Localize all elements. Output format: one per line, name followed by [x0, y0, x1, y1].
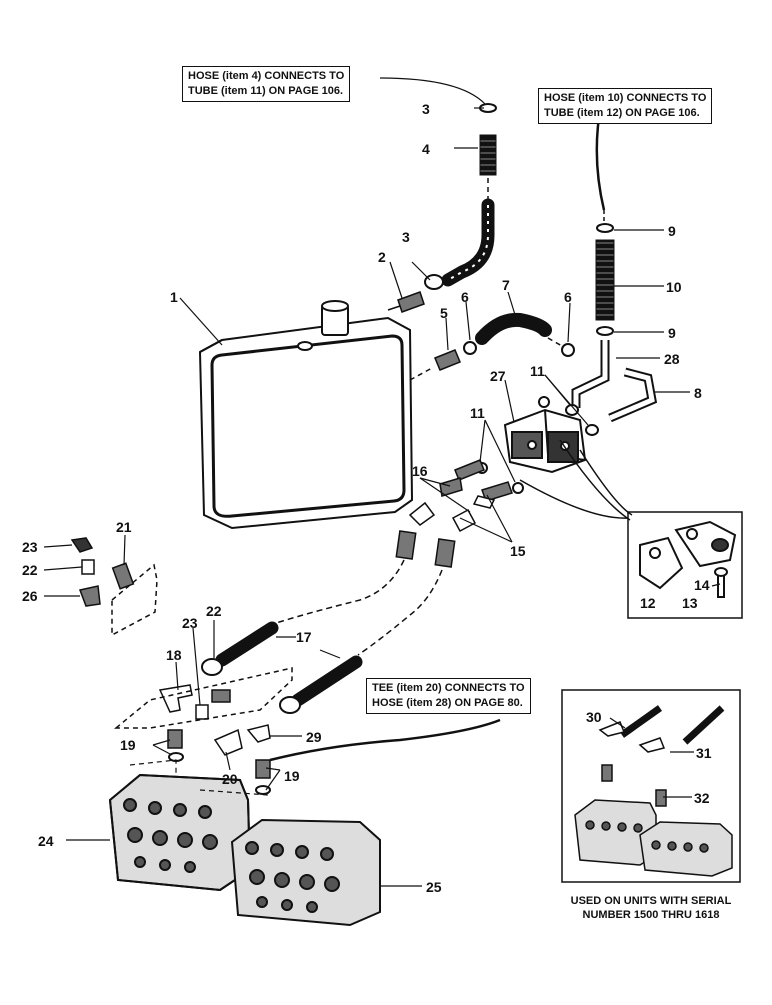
- callout-25: 25: [426, 879, 442, 895]
- callout-8: 8: [694, 385, 702, 401]
- callout-5: 5: [440, 305, 448, 321]
- callout-22b: 22: [206, 603, 222, 619]
- callout-3b: 3: [402, 229, 410, 245]
- note-line: TEE (item 20) CONNECTS TO: [372, 682, 525, 694]
- pump-fittings: [395, 459, 513, 568]
- suction-hose-assembly: [387, 103, 497, 313]
- pressure-hose-assembly: [565, 109, 658, 436]
- callout-14: 14: [694, 577, 710, 593]
- note-line: HOSE (item 28) ON PAGE 80.: [372, 697, 523, 709]
- serial-variant-inset: [561, 689, 741, 883]
- callout-32: 32: [694, 790, 710, 806]
- callout-20: 20: [222, 771, 238, 787]
- callout-17: 17: [296, 629, 312, 645]
- callout-1: 1: [170, 289, 178, 305]
- callout-23a: 23: [22, 539, 38, 555]
- callout-9b: 9: [668, 325, 676, 341]
- callout-7: 7: [502, 277, 510, 293]
- callout-16: 16: [412, 463, 428, 479]
- note-line: TUBE (item 11) ON PAGE 106.: [188, 85, 344, 97]
- hydraulic-hoses: [201, 559, 443, 714]
- callout-23b: 23: [182, 615, 198, 631]
- hydraulic-pump: [476, 396, 587, 494]
- callout-numbers: 3 4 3 2 1 5 6 7 6 9 10 9 28 8 27 11 11 1…: [22, 101, 712, 895]
- callout-19a: 19: [120, 737, 136, 753]
- note-line: TUBE (item 12) ON PAGE 106.: [544, 107, 700, 119]
- callout-29: 29: [306, 729, 322, 745]
- callout-31: 31: [696, 745, 712, 761]
- note-line: HOSE (item 10) CONNECTS TO: [544, 92, 707, 104]
- callout-30: 30: [586, 709, 602, 725]
- hydraulic-tank: [198, 300, 414, 530]
- leader-lines: [43, 77, 721, 887]
- callout-27: 27: [490, 368, 506, 384]
- flange-detail-box: [519, 439, 743, 619]
- return-hose-assembly: [409, 312, 575, 381]
- callout-6a: 6: [461, 289, 469, 305]
- callout-26: 26: [22, 588, 38, 604]
- callout-6b: 6: [564, 289, 572, 305]
- caption-line: USED ON UNITS WITH SERIAL: [570, 895, 732, 907]
- callout-10: 10: [666, 279, 682, 295]
- callout-22a: 22: [22, 562, 38, 578]
- callout-9a: 9: [668, 223, 676, 239]
- left-fittings: [70, 537, 158, 637]
- note-tee-item-20: TEE (item 20) CONNECTS TO HOSE (item 28)…: [366, 678, 531, 714]
- callout-12: 12: [640, 595, 656, 611]
- callout-18: 18: [166, 647, 182, 663]
- note-hose-item-10: HOSE (item 10) CONNECTS TO TUBE (item 12…: [538, 88, 713, 124]
- callout-21: 21: [116, 519, 132, 535]
- caption-line: NUMBER 1500 THRU 1618: [582, 909, 720, 921]
- valve-fittings: [113, 667, 501, 795]
- note-hose-item-4: HOSE (item 4) CONNECTS TO TUBE (item 11)…: [182, 66, 351, 102]
- callout-15: 15: [510, 543, 526, 559]
- control-valve-bank: [108, 759, 381, 927]
- callout-19b: 19: [284, 768, 300, 784]
- callout-13: 13: [682, 595, 698, 611]
- callout-11a: 11: [530, 363, 545, 379]
- callout-3a: 3: [422, 101, 430, 117]
- callout-2: 2: [378, 249, 386, 265]
- callout-4: 4: [422, 141, 430, 157]
- callout-11b: 11: [470, 405, 485, 421]
- note-line: HOSE (item 4) CONNECTS TO: [188, 70, 345, 82]
- callout-28: 28: [664, 351, 680, 367]
- callout-24: 24: [38, 833, 54, 849]
- inset-caption: USED ON UNITS WITH SERIAL NUMBER 1500 TH…: [562, 894, 740, 922]
